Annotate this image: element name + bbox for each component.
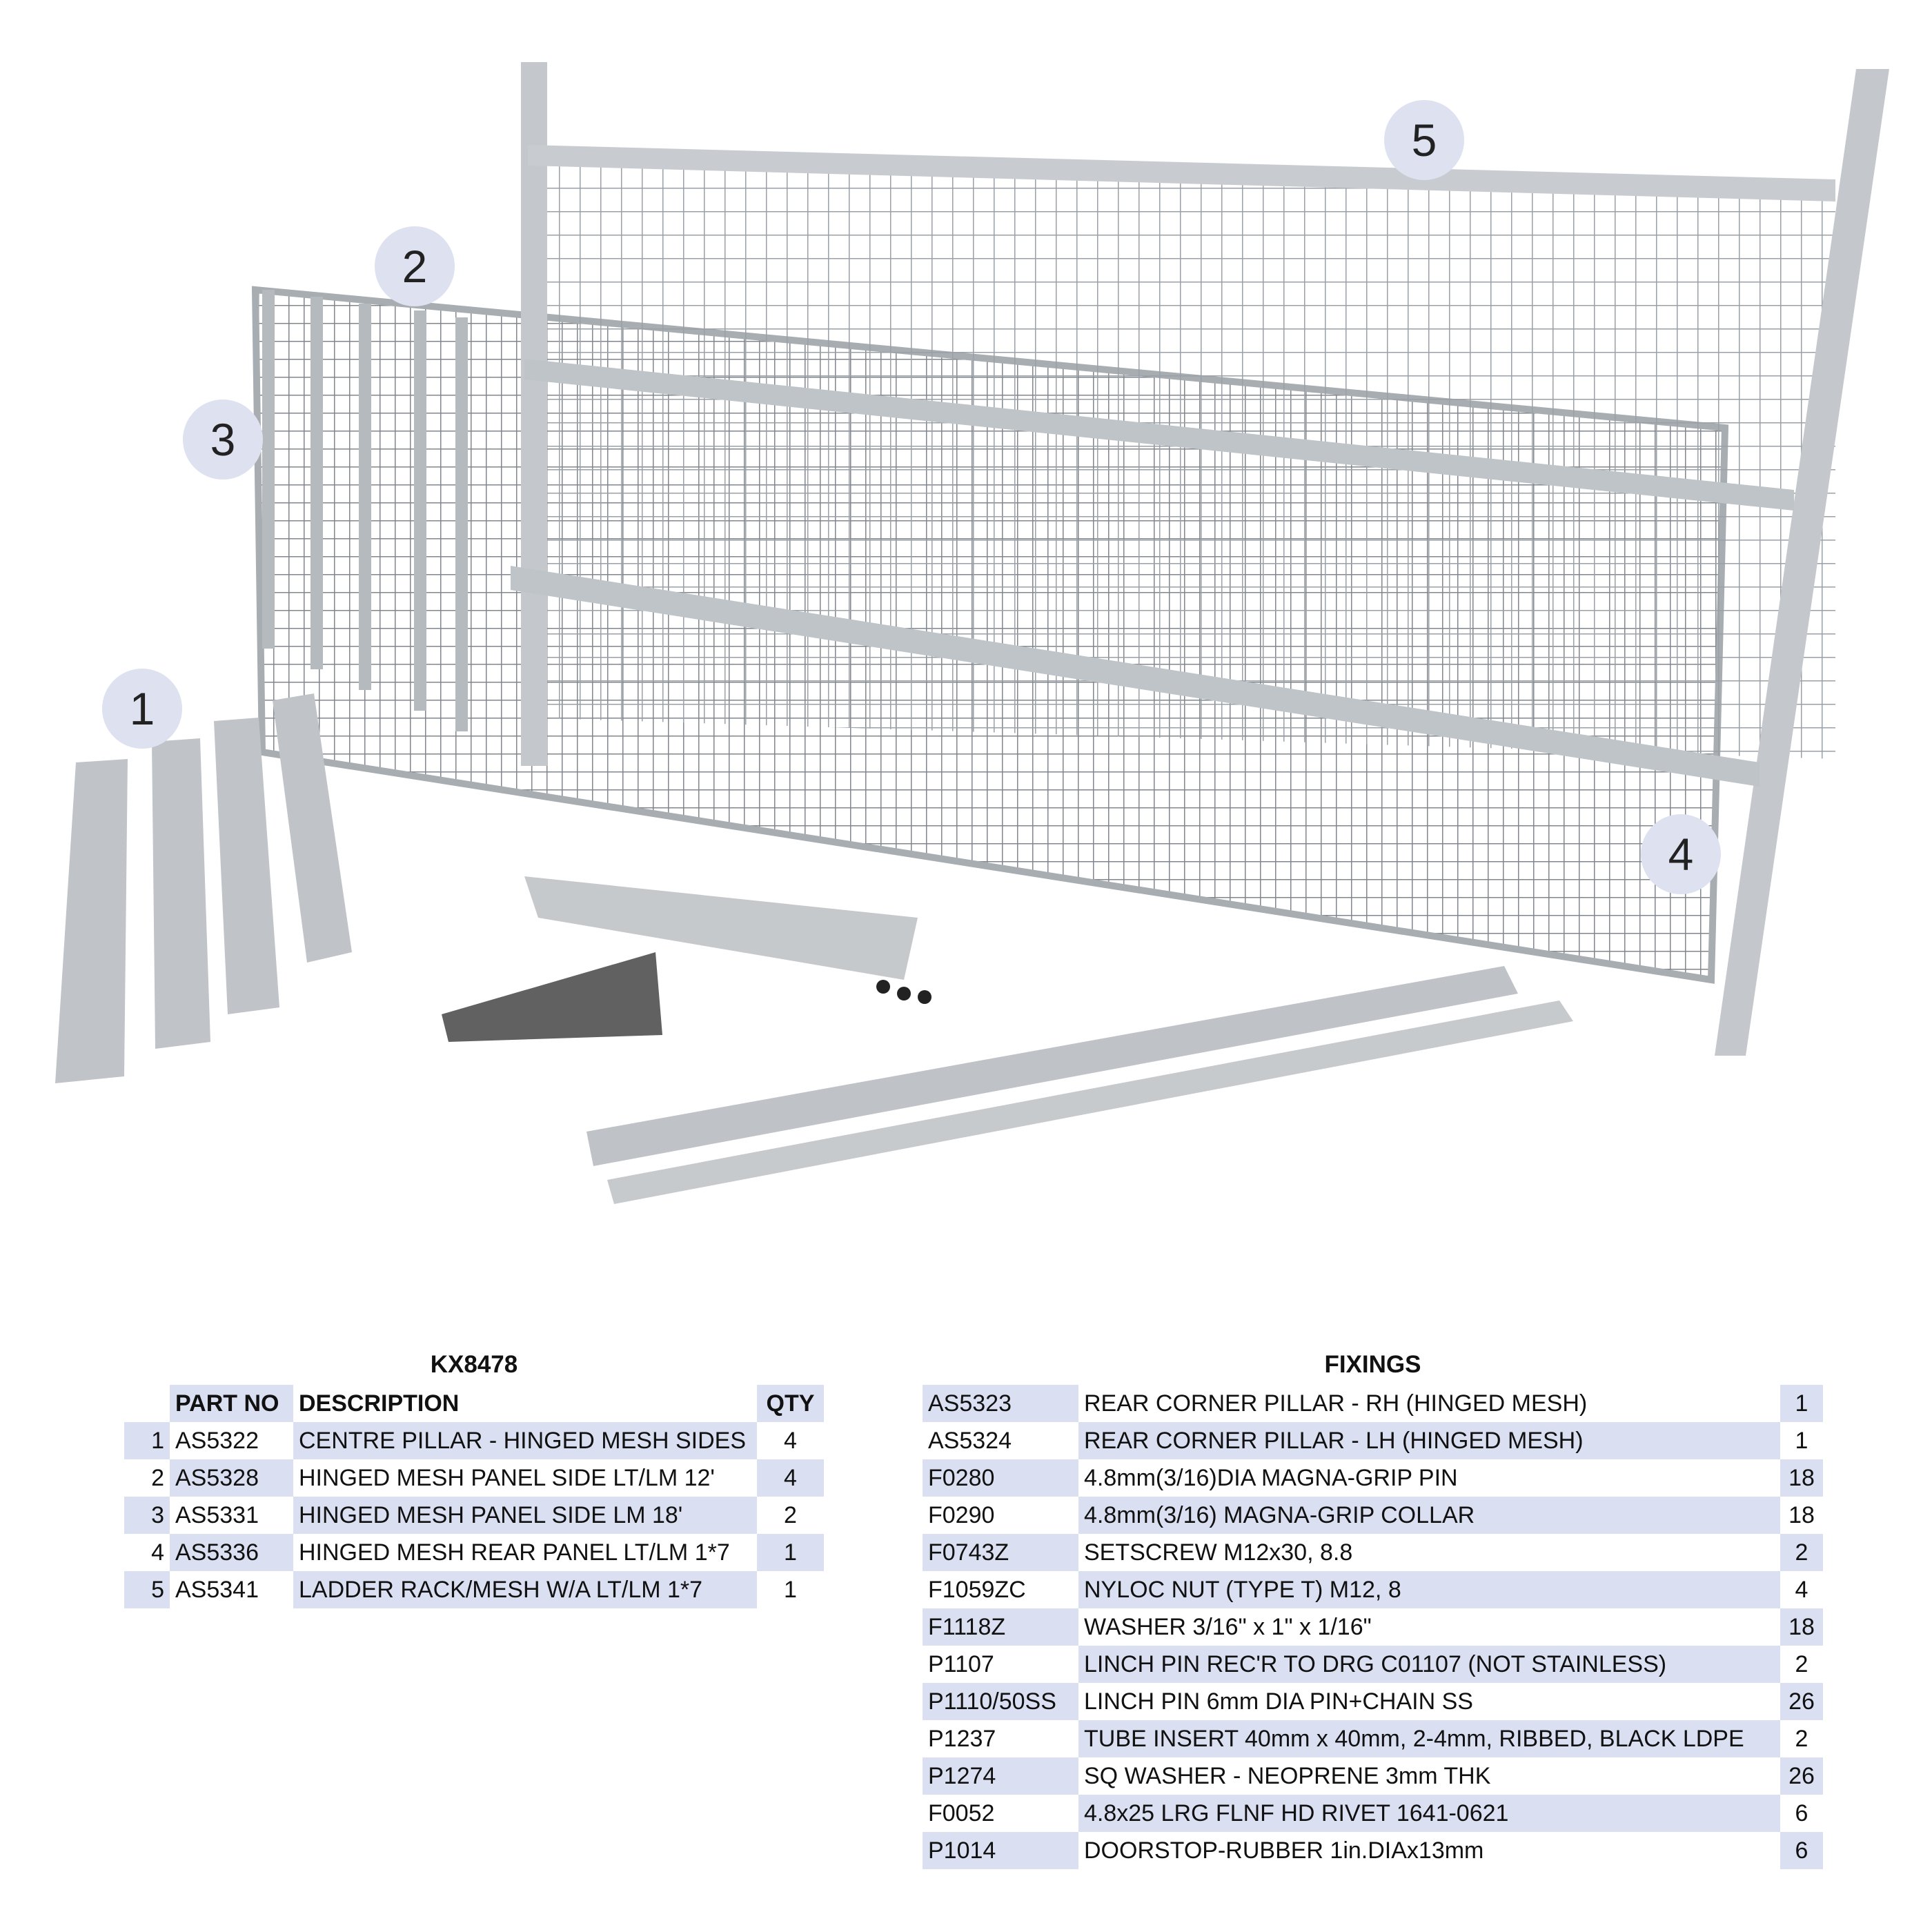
qty: 18 [1788,1502,1815,1528]
header-qty: QTY [757,1385,824,1422]
ladder-rack-mesh [511,62,1889,1056]
qty: 1 [1780,1385,1823,1422]
qty: 1 [1795,1428,1808,1454]
description: TUBE INSERT 40mm x 40mm, 2-4mm, RIBBED, … [1078,1720,1780,1757]
qty: 1 [757,1534,824,1571]
row-number: 4 [151,1539,164,1566]
qty: 2 [1795,1726,1808,1752]
table-row: P1237 TUBE INSERT 40mm x 40mm, 2-4mm, RIB… [923,1720,1823,1757]
qty: 4 [757,1459,824,1497]
part-no: P1274 [923,1757,1078,1795]
description: WASHER 3/16" x 1" x 1/16" [1084,1614,1372,1640]
callout-5: 5 [1384,100,1464,180]
description: LADDER RACK/MESH W/A LT/LM 1*7 [293,1571,757,1608]
description: NYLOC NUT (TYPE T) M12, 8 [1078,1571,1780,1608]
part-no: AS5341 [175,1577,259,1603]
description: 4.8x25 LRG FLNF HD RIVET 1641-0621 [1078,1795,1780,1832]
description: SETSCREW M12x30, 8.8 [1084,1539,1353,1566]
table-row: F0052 4.8x25 LRG FLNF HD RIVET 1641-0621 6 [923,1795,1823,1832]
part-no: P1110/50SS [923,1683,1078,1720]
qty: 26 [1780,1757,1823,1795]
kit-title: KX8478 [430,1351,518,1378]
description: 4.8mm(3/16)DIA MAGNA-GRIP PIN [1084,1465,1458,1491]
table-row: P1107 LINCH PIN REC'R TO DRG C01107 (NOT … [923,1646,1823,1683]
qty: 4 [784,1428,797,1454]
part-no: F0290 [928,1502,995,1528]
part-no: F1059ZC [928,1577,1026,1603]
part-no: AS5328 [170,1459,293,1497]
header-part-no: PART NO [170,1385,293,1422]
description: 4.8mm(3/16) MAGNA-GRIP COLLAR [1078,1497,1780,1534]
header-description: DESCRIPTION [299,1390,460,1417]
part-no: F1118Z [923,1608,1078,1646]
table-row: F0290 4.8mm(3/16) MAGNA-GRIP COLLAR 18 [923,1497,1823,1534]
description: REAR CORNER PILLAR - LH (HINGED MESH) [1078,1422,1780,1459]
callout-2: 2 [375,226,455,306]
qty: 2 [1795,1651,1808,1677]
callout-3: 3 [183,400,263,480]
qty: 1 [784,1577,797,1603]
part-no: F0052 [928,1800,995,1826]
part-no: F0280 [923,1459,1078,1497]
qty: 6 [1780,1832,1823,1869]
part-no: P1107 [928,1651,994,1677]
part-no: F0743Z [923,1534,1078,1571]
part-no: AS5324 [928,1428,1012,1454]
description: HINGED MESH PANEL SIDE LM 18' [293,1497,757,1534]
fixings-title: FIXINGS [1324,1351,1421,1378]
part-no: P1237 [928,1726,996,1752]
row-number: 2 [151,1465,164,1491]
qty: 6 [1795,1800,1808,1826]
part-no: AS5336 [170,1534,293,1571]
part-no: P1014 [923,1832,1078,1869]
description: CENTRE PILLAR - HINGED MESH SIDES [293,1422,757,1459]
qty: 18 [1780,1608,1823,1646]
row-number: 3 [124,1497,170,1534]
description: SQ WASHER - NEOPRENE 3mm THK [1084,1763,1491,1789]
description: REAR CORNER PILLAR - RH (HINGED MESH) [1084,1390,1588,1417]
description: LINCH PIN REC'R TO DRG C01107 (NOT STAIN… [1078,1646,1780,1683]
qty: 26 [1780,1683,1823,1720]
callout-4: 4 [1641,814,1721,894]
qty: 2 [1780,1534,1823,1571]
qty: 18 [1780,1459,1823,1497]
kit-header-row: PART NO DESCRIPTION QTY [124,1385,824,1422]
table-row: F1059ZC NYLOC NUT (TYPE T) M12, 8 4 [923,1571,1823,1608]
part-no: AS5331 [175,1502,259,1528]
product-photo [55,62,1889,1204]
part-no: AS5323 [923,1385,1078,1422]
centre-pillars [55,693,352,1083]
fixings-parts [442,876,931,1042]
row-number: 1 [124,1422,170,1459]
description: LINCH PIN 6mm DIA PIN+CHAIN SS [1084,1688,1473,1715]
description: HINGED MESH REAR PANEL LT/LM 1*7 [299,1539,730,1566]
table-row: AS5324 REAR CORNER PILLAR - LH (HINGED ME… [923,1422,1823,1459]
callout-1: 1 [102,669,182,749]
qty: 4 [1795,1577,1808,1603]
part-no: AS5322 [175,1428,259,1454]
description: DOORSTOP-RUBBER 1in.DIAx13mm [1084,1837,1484,1864]
row-number: 5 [124,1571,170,1608]
description: HINGED MESH PANEL SIDE LT/LM 12' [299,1465,715,1491]
qty: 2 [784,1502,797,1528]
rear-corner-pillars [586,966,1573,1204]
